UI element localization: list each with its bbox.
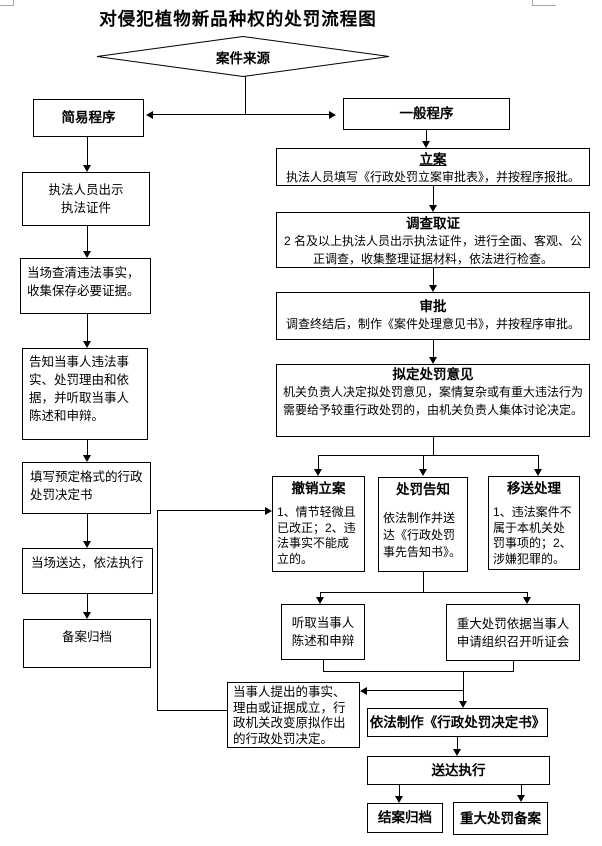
arrowhead-down-icon: [517, 795, 525, 802]
arrowhead-down-icon: [83, 612, 91, 619]
step-draft-penalty-opinion: 拟定处罚意见 机关负责人决定拟处罚意见，案情复杂或有重大违法行为需要给予较重行政…: [276, 364, 590, 437]
connector: [318, 455, 539, 456]
connector: [433, 268, 434, 285]
case-source-diamond: [96, 36, 390, 77]
step-body: 调查终结后，制作《案件处理意见书》，并按程序审批。: [285, 317, 580, 331]
margin-mark-top-left: [13, 0, 14, 6]
branch-title: 撤销立案: [291, 481, 346, 496]
connector: [426, 130, 427, 141]
general-procedure-box: 一般程序: [343, 98, 510, 130]
arrowhead-down-icon: [534, 469, 542, 476]
connector: [538, 455, 539, 469]
branch-body: 1、情节轻微且已改正；2、违法事实不能成立的。: [277, 505, 356, 566]
connector: [423, 572, 424, 592]
connector: [323, 660, 324, 671]
step-body: 2 名及以上执法人员出示执法证件，进行全面、客观、公正调查，收集整理证据材料，依…: [283, 234, 582, 266]
arrowhead-down-icon: [314, 469, 322, 476]
arrowhead-down-icon: [316, 597, 324, 604]
connector: [87, 314, 88, 341]
box-hear-statement: 听取当事人 陈述和申辩: [281, 604, 365, 660]
arrowhead-left-icon: [146, 111, 153, 119]
connector: [433, 437, 434, 455]
step-title: 立案: [419, 152, 447, 167]
branch-penalty-notice: 处罚告知 依法制作并送达《行政处罚事先告知书》。: [378, 477, 468, 572]
step-approval: 审批 调查终结后，制作《案件处理意见书》，并按程序审批。: [276, 292, 590, 340]
page-title: 对侵犯植物新品种权的处罚流程图: [99, 9, 377, 29]
step-deliver-onsite: 当场送达，依法执行: [22, 548, 153, 594]
connector: [367, 690, 463, 691]
arrowhead-down-icon: [83, 541, 91, 548]
connector: [457, 737, 458, 749]
arrowhead-down-icon: [523, 597, 531, 604]
arrowhead-down-icon: [429, 285, 437, 292]
connector: [433, 340, 434, 357]
arrowhead-right-icon: [329, 111, 336, 119]
arrowhead-down-icon: [395, 796, 403, 803]
connector: [87, 226, 88, 251]
arrowhead-down-icon: [83, 165, 91, 172]
connector: [320, 592, 528, 593]
arrowhead-right-icon: [265, 507, 272, 515]
connector: [527, 592, 528, 597]
branch-body: 依法制作并送达《行政处罚事先告知书》。: [383, 511, 462, 559]
connector: [463, 671, 464, 701]
arrowhead-down-icon: [83, 341, 91, 348]
connector: [318, 455, 319, 469]
margin-mark-top-right: [532, 0, 533, 6]
connector: [399, 785, 400, 796]
branch-title: 移送处理: [507, 481, 561, 496]
box-deliver-execute: 送达执行: [367, 756, 550, 785]
step-file-case: 立案 执法人员填写《行政处罚立案审批表》，并按程序报批。: [276, 148, 590, 186]
connector: [87, 594, 88, 612]
connector: [433, 186, 434, 205]
connector: [320, 592, 321, 597]
connector: [153, 114, 329, 115]
branch-withdraw-case: 撤销立案 1、情节轻微且已改正；2、违法事实不能成立的。: [272, 476, 365, 572]
step-title: 拟定处罚意见: [392, 367, 474, 382]
connector: [513, 661, 514, 671]
connector: [157, 510, 158, 711]
arrowhead-down-icon: [419, 469, 427, 476]
box-major-penalty-record: 重大处罚备案: [453, 802, 548, 835]
arrowhead-left-icon: [360, 687, 367, 695]
box-change-decision: 当事人提出的事实、理由或证据成立，行政机关改变原拟作出的行政处罚决定。: [227, 682, 360, 748]
arrowhead-down-icon: [429, 205, 437, 212]
connector: [323, 671, 514, 672]
branch-title: 处罚告知: [396, 482, 450, 497]
connector: [87, 137, 88, 165]
connector: [157, 710, 227, 711]
arrowhead-down-icon: [459, 701, 467, 708]
connector: [157, 510, 265, 511]
simple-procedure-box: 简易程序: [33, 99, 144, 137]
box-hearing-meeting: 重大处罚依据当事人 申请组织召开听证会: [446, 604, 580, 661]
connector: [87, 440, 88, 455]
branch-body: 1、违法案件不属于本机关处罚事项的；2、涉嫌犯罪的。: [493, 505, 572, 566]
branch-transfer: 移送处理 1、违法案件不属于本机关处罚事项的；2、涉嫌犯罪的。: [488, 476, 580, 570]
step-show-credentials: 执法人员出示 执法证件: [22, 172, 150, 226]
step-verify-facts: 当场查清违法事实，收集保存必要证据。: [20, 258, 151, 314]
case-source-label: 案件来源: [216, 50, 270, 66]
step-title: 调查取证: [406, 216, 460, 231]
margin-mark-top-left: [0, 5, 13, 6]
step-fill-decision: 填写预定格式的行政处罚决定书: [22, 462, 151, 514]
step-file-record: 备案归档: [23, 619, 151, 668]
step-body: 机关负责人决定拟处罚意见，案情复杂或有重大违法行为需要给予较重行政处罚的，由机关…: [283, 385, 584, 417]
margin-mark-top-right: [532, 5, 556, 6]
arrowhead-down-icon: [453, 749, 461, 756]
arrowhead-down-icon: [83, 251, 91, 258]
connector: [521, 785, 522, 795]
step-inform-party: 告知当事人违法事实、处罚理由和依据，并听取当事人陈述和申辩。: [22, 348, 148, 440]
arrowhead-down-icon: [422, 141, 430, 148]
connector: [423, 455, 424, 469]
step-title: 审批: [419, 299, 447, 314]
connector: [87, 514, 88, 541]
arrowhead-down-icon: [83, 455, 91, 462]
box-close-case: 结案归档: [367, 803, 443, 833]
connector: [245, 76, 246, 114]
step-body: 执法人员填写《行政处罚立案审批表》，并按程序报批。: [285, 170, 580, 184]
step-investigation: 调查取证 2 名及以上执法人员出示执法证件，进行全面、客观、公正调查，收集整理证…: [276, 212, 590, 268]
box-make-decision: 依法制作《行政处罚决定书》: [367, 708, 548, 737]
arrowhead-down-icon: [429, 357, 437, 364]
